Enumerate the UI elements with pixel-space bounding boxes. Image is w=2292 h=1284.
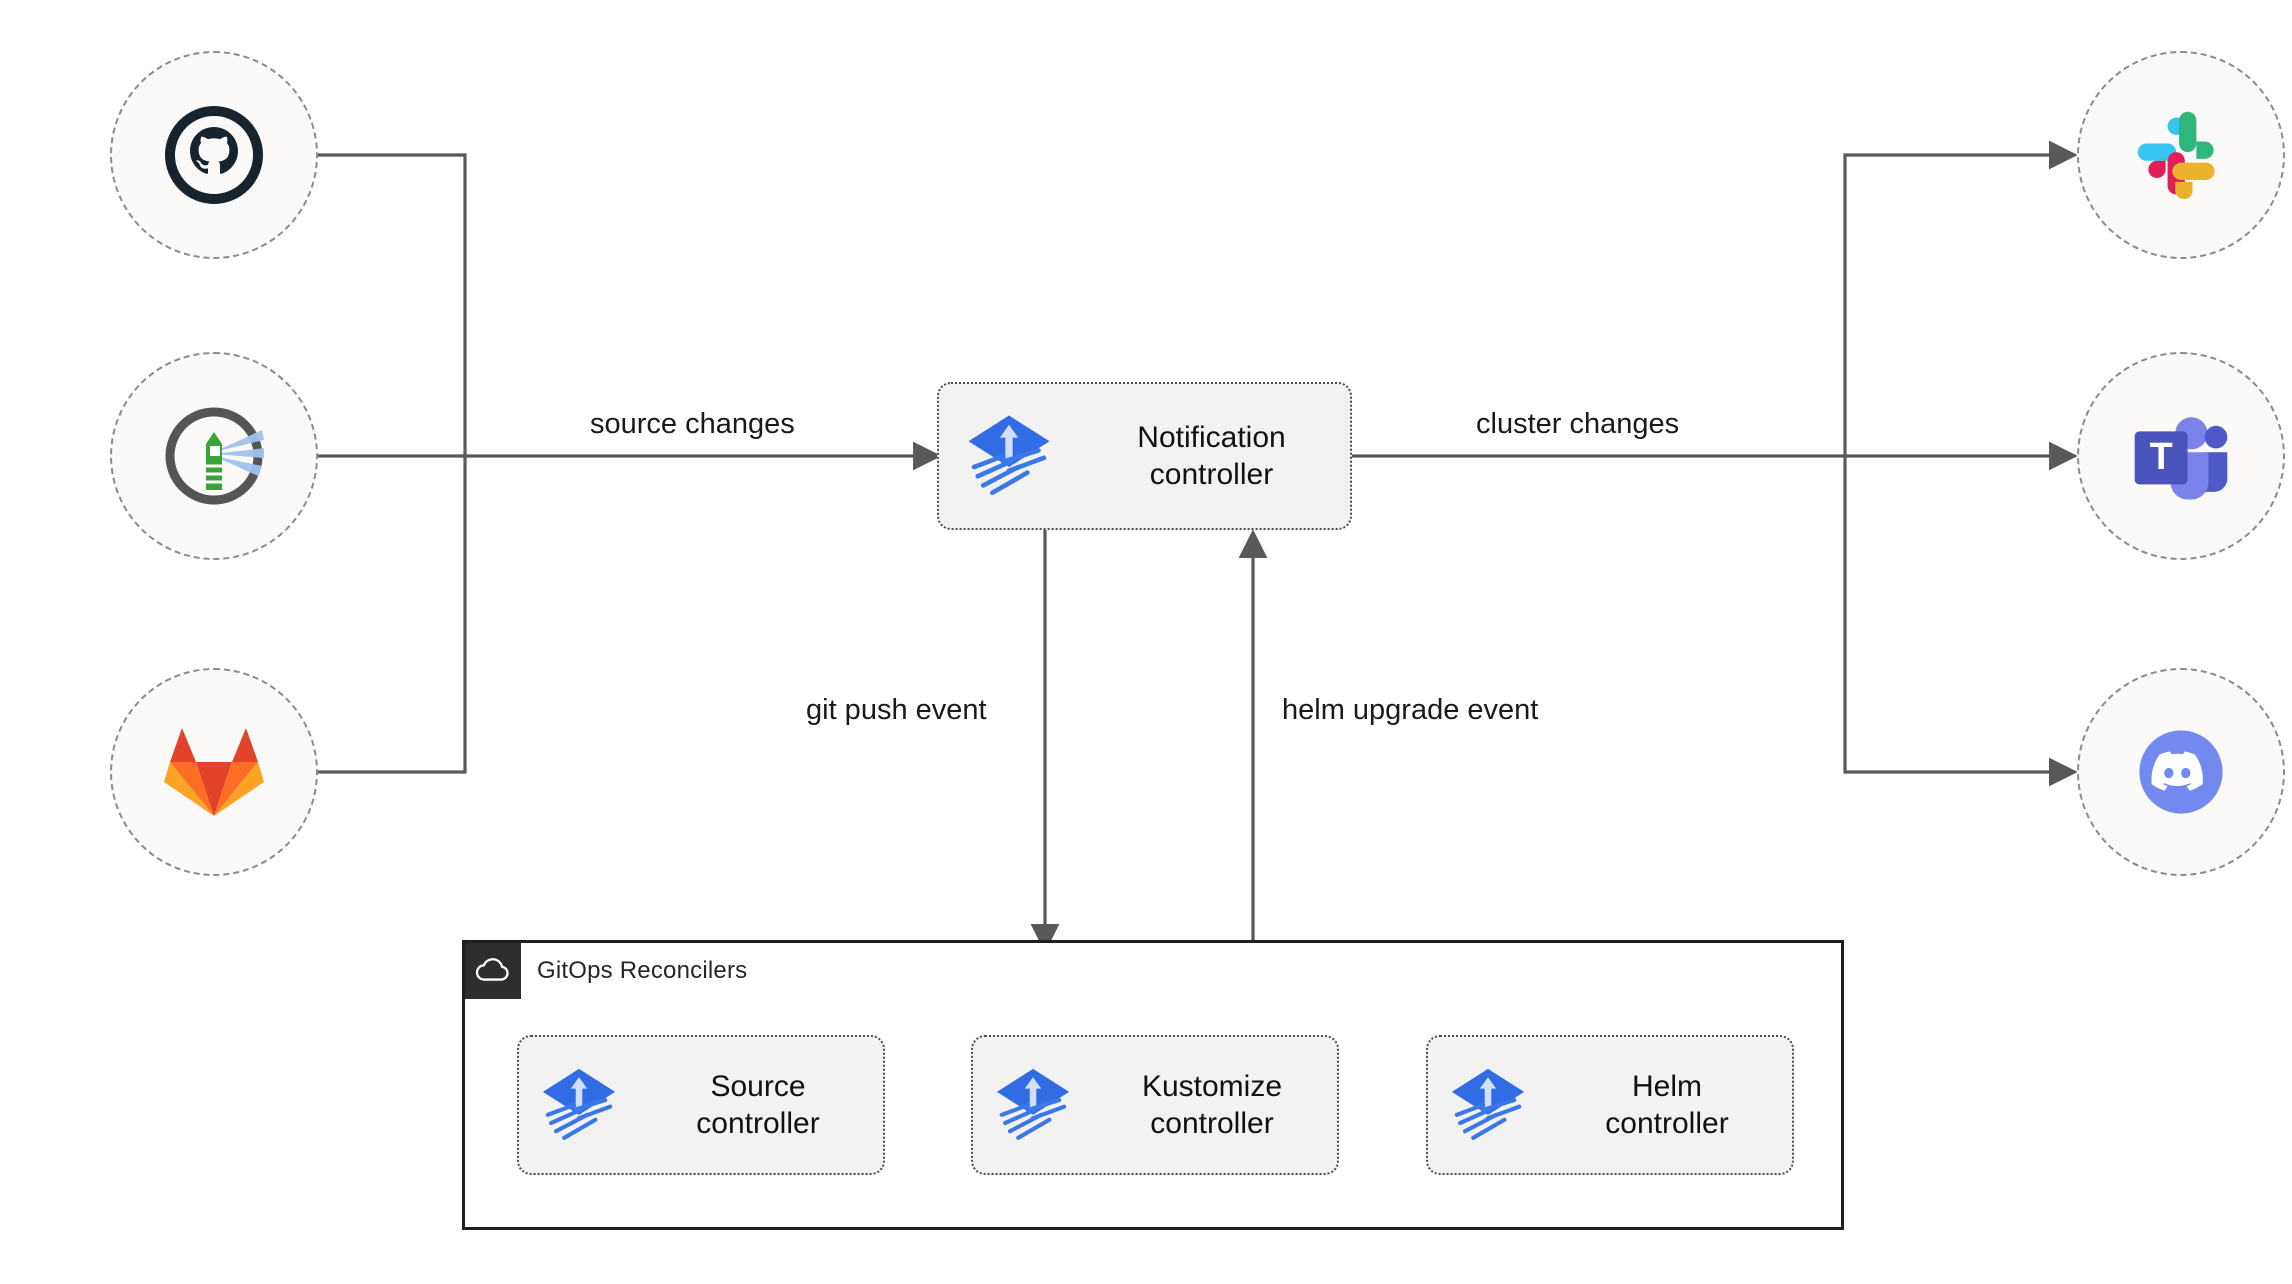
gitops-reconcilers-group: GitOps Reconcilers Source controller — [462, 940, 1844, 1230]
flux-logo-icon — [519, 1064, 639, 1146]
kustomize-controller-node[interactable]: Kustomize controller — [971, 1035, 1339, 1175]
github-icon — [165, 106, 263, 204]
cloud-icon — [465, 943, 521, 999]
edge-label-git-push-event: git push event — [796, 694, 997, 727]
helm-controller-node[interactable]: Helm controller — [1426, 1035, 1794, 1175]
destination-node-discord[interactable] — [2077, 668, 2285, 876]
flux-lighthouse-icon — [165, 407, 264, 505]
microsoft-teams-icon: T — [2134, 417, 2228, 500]
edge-label-source-changes: source changes — [580, 408, 805, 441]
group-header: GitOps Reconcilers — [465, 943, 747, 999]
group-title: GitOps Reconcilers — [537, 957, 748, 984]
edge-bus-to-discord — [1843, 456, 2078, 787]
slack-icon — [2137, 111, 2215, 200]
edge-label-helm-upgrade-event: helm upgrade event — [1272, 694, 1549, 727]
gitlab-icon — [164, 728, 264, 816]
destination-node-teams[interactable]: T — [2077, 352, 2285, 560]
destination-node-slack[interactable] — [2077, 51, 2285, 259]
source-controller-node[interactable]: Source controller — [517, 1035, 885, 1175]
source-node-flux[interactable] — [110, 352, 318, 560]
discord-icon — [2139, 730, 2223, 814]
notification-controller-label: Notification controller — [1137, 420, 1286, 492]
kustomize-controller-label: Kustomize controller — [1141, 1069, 1283, 1141]
edge-bus-to-slack — [1843, 140, 2078, 456]
helm-controller-label: Helm controller — [1605, 1069, 1729, 1141]
source-controller-label: Source controller — [696, 1069, 820, 1141]
source-node-github[interactable] — [110, 51, 318, 259]
flux-logo-icon — [1428, 1064, 1548, 1146]
flux-logo-icon — [939, 410, 1079, 502]
edge-label-cluster-changes: cluster changes — [1466, 408, 1690, 441]
notification-controller-node[interactable]: Notification controller — [937, 382, 1352, 530]
source-node-gitlab[interactable] — [110, 668, 318, 876]
flux-logo-icon — [973, 1064, 1093, 1146]
svg-text:T: T — [2150, 436, 2173, 478]
